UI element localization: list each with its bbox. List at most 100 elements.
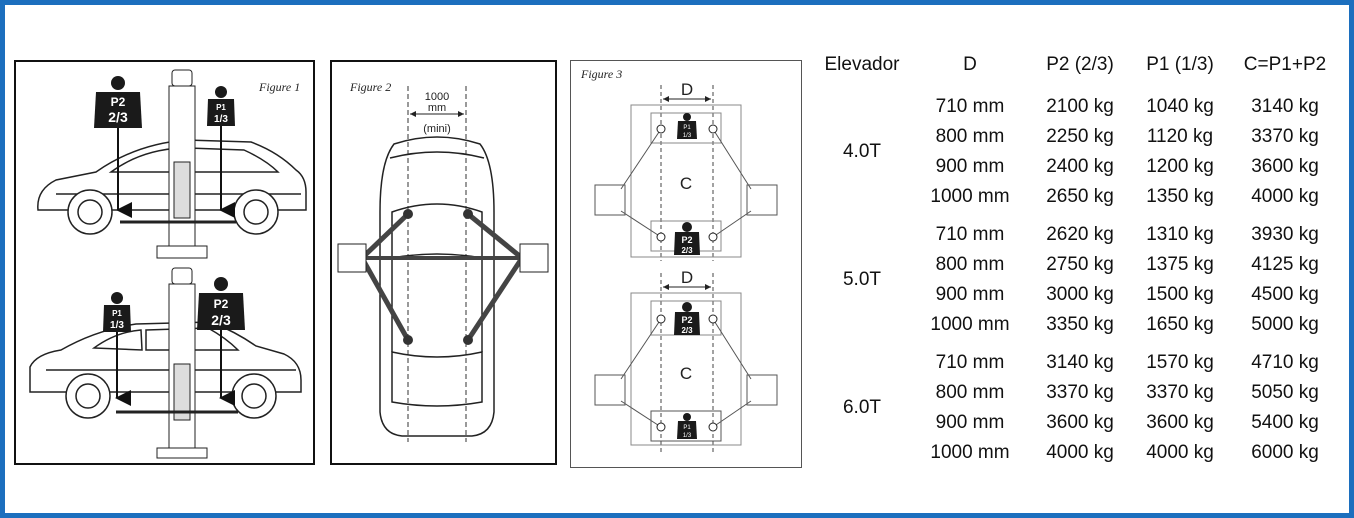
center-c: C: [680, 174, 692, 193]
table-cell-c: 4500 kg: [1251, 284, 1319, 305]
table-cell-p2: 3000 kg: [1046, 284, 1114, 305]
table-cell-d: 800 mm: [935, 382, 1005, 403]
badge-line2: 1/3: [683, 133, 692, 139]
figure-3-panel: Figure 3 D C P1 1/3: [570, 60, 802, 468]
table-cell-d: 900 mm: [935, 284, 1005, 305]
lift-posts: [337, 243, 549, 273]
table-cell-d: 800 mm: [935, 254, 1005, 275]
table-cell-p1: 1500 kg: [1146, 284, 1214, 305]
dimension-unit: mm: [428, 102, 446, 114]
dimension-note: (mini): [423, 123, 451, 135]
badge-line1: P2: [681, 235, 692, 245]
model-label: 5.0T: [842, 269, 882, 290]
table-cell-p2: 3140 kg: [1046, 352, 1114, 373]
badge-line1: P2: [111, 95, 126, 109]
badge-line1: P2: [681, 315, 692, 325]
table-cell-p1: 1650 kg: [1146, 314, 1214, 335]
badge-line2: 1/3: [683, 433, 692, 439]
badge-line1: P1: [683, 425, 691, 431]
lift-column-bottom: [116, 267, 238, 459]
table-cell-c: 3370 kg: [1251, 126, 1319, 147]
table-cell-d: 800 mm: [935, 126, 1005, 147]
header-c: C=P1+P2: [1243, 54, 1327, 75]
figure-1-label: Figure 1: [259, 80, 301, 94]
badge-line2: 1/3: [110, 320, 124, 331]
figure-3-label: Figure 3: [581, 67, 623, 81]
dimension-value: 1000: [425, 91, 449, 103]
figure-2-panel: Figure 2 1000 mm (mini): [330, 60, 557, 465]
center-c: C: [680, 364, 692, 383]
table-cell-p2: 2100 kg: [1046, 96, 1114, 117]
weight-badge-p2: P2 2/3: [674, 222, 700, 255]
table-cell-p2: 2250 kg: [1046, 126, 1114, 147]
model-label: 6.0T: [842, 397, 882, 418]
weight-badge-p1: P1 1/3: [677, 113, 697, 139]
badge-line1: P1: [112, 309, 122, 318]
badge-line1: P1: [683, 125, 691, 131]
table-cell-d: 900 mm: [935, 156, 1005, 177]
lift-column-top: [120, 69, 236, 259]
table-cell-c: 5400 kg: [1251, 412, 1319, 433]
table-cell-c: 5050 kg: [1251, 382, 1319, 403]
table-cell-p1: 3370 kg: [1146, 382, 1214, 403]
header-d: D: [963, 54, 977, 75]
model-label: 4.0T: [842, 141, 882, 162]
badge-line2: 2/3: [108, 109, 128, 125]
figure-1-panel: Figure 1 P2 2/3: [14, 60, 315, 465]
table-cell-p2: 4000 kg: [1046, 442, 1114, 463]
lift-pads: [403, 209, 473, 345]
weight-badge-p1-bottom: P1 1/3: [103, 292, 131, 332]
table-cell-c: 4125 kg: [1251, 254, 1319, 275]
table-cell-p1: 4000 kg: [1146, 442, 1214, 463]
table-cell-c: 3140 kg: [1251, 96, 1319, 117]
dimension-d: D: [681, 80, 693, 99]
header-p2: P2 (2/3): [1046, 54, 1114, 75]
weight-badge-p1-top: P1 1/3: [207, 86, 235, 126]
badge-line2: 2/3: [211, 312, 231, 328]
table-cell-p1: 1570 kg: [1146, 352, 1214, 373]
table-cell-p2: 2620 kg: [1046, 224, 1114, 245]
table-cell-p2: 2650 kg: [1046, 186, 1114, 207]
table-cell-p2: 3370 kg: [1046, 382, 1114, 403]
table-cell-p1: 1375 kg: [1146, 254, 1214, 275]
weight-badge-p2: P2 2/3: [674, 302, 700, 335]
table-cell-d: 710 mm: [935, 224, 1005, 245]
weight-badge-p2-bottom: P2 2/3: [197, 277, 245, 330]
car-top-view: [379, 136, 495, 437]
weight-badge-p2-top: P2 2/3: [94, 76, 142, 128]
table-cell-p2: 2400 kg: [1046, 156, 1114, 177]
figure-1-illustration: P2 2/3 P1 1/3 P: [29, 69, 307, 459]
car-side-top: [37, 139, 307, 235]
figure-3-illustration: D C P1 1/3 P2 2/3: [594, 80, 778, 453]
table-cell-d: 1000 mm: [930, 186, 1010, 207]
table-cell-p1: 1200 kg: [1146, 156, 1214, 177]
table-cell-p2: 3350 kg: [1046, 314, 1114, 335]
badge-line2: 2/3: [681, 326, 693, 335]
table-cell-p1: 1120 kg: [1146, 126, 1214, 147]
table-cell-p1: 3600 kg: [1146, 412, 1214, 433]
figure-2-illustration: 1000 mm (mini): [337, 86, 549, 442]
figure-2-label: Figure 2: [350, 80, 392, 94]
table-cell-p1: 1310 kg: [1146, 224, 1214, 245]
table-cell-p2: 3600 kg: [1046, 412, 1114, 433]
table-cell-d: 710 mm: [935, 96, 1005, 117]
fig3-bottom-diagram: D C P2 2/3 P1 1/3: [594, 268, 778, 453]
table-cell-d: 1000 mm: [930, 314, 1010, 335]
table-cell-p1: 1040 kg: [1146, 96, 1214, 117]
table-cell-c: 6000 kg: [1251, 442, 1319, 463]
table-cell-c: 4710 kg: [1251, 352, 1319, 373]
fig3-top-diagram: D C P1 1/3 P2 2/3: [594, 80, 778, 261]
badge-line1: P1: [216, 103, 226, 112]
table-cell-p2: 2750 kg: [1046, 254, 1114, 275]
dimension-d: D: [681, 268, 693, 287]
badge-line1: P2: [214, 297, 229, 311]
table-cell-d: 710 mm: [935, 352, 1005, 373]
table-cell-p1: 1350 kg: [1146, 186, 1214, 207]
badge-line2: 1/3: [214, 114, 228, 125]
badge-line2: 2/3: [681, 246, 693, 255]
table-cell-c: 3600 kg: [1251, 156, 1319, 177]
header-elevador: Elevador: [824, 54, 900, 75]
table-cell-c: 4000 kg: [1251, 186, 1319, 207]
car-side-bottom: [29, 321, 302, 419]
